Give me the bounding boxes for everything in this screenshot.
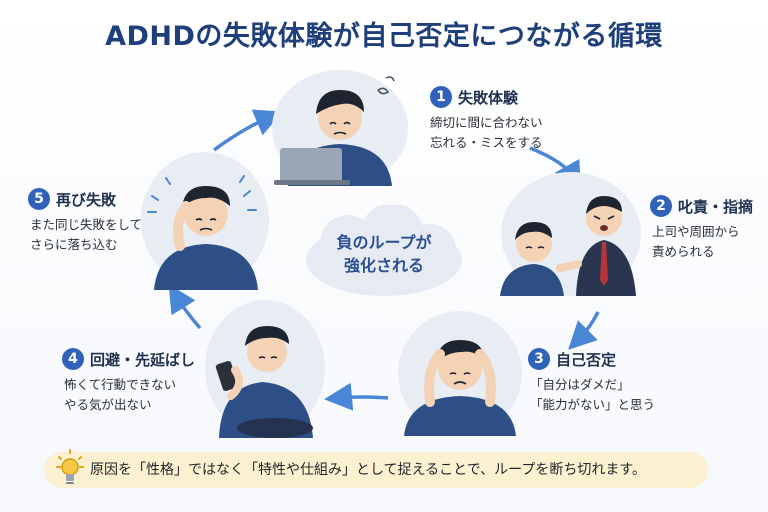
step-4-number-badge: 4 xyxy=(62,348,84,370)
step-4-description: 怖くて行動できない やる気が出ない xyxy=(64,377,177,412)
arrow-2-to-3 xyxy=(568,311,600,350)
step-1-number-badge: 1 xyxy=(430,86,452,108)
step-2-description: 上司や周囲から 責められる xyxy=(652,224,740,259)
arrow-3-to-4 xyxy=(324,382,389,411)
center-cloud xyxy=(306,205,462,296)
diagram-title: ADHDの失敗体験が自己否定につながる循環 xyxy=(105,21,663,52)
step-5-title: 再び失敗 xyxy=(56,191,117,209)
step-1-title: 失敗体験 xyxy=(458,89,519,107)
step-5-number-badge: 5 xyxy=(28,188,50,210)
step-3-number-badge: 3 xyxy=(528,348,550,370)
illustration-failure-laptop xyxy=(272,70,408,186)
step-2-title: 叱責・指摘 xyxy=(678,198,754,216)
step-4-title: 回避・先延ばし xyxy=(90,351,196,369)
center-label: 負のループが 強化される xyxy=(336,233,432,275)
step-5-description: また同じ失敗をして さらに落ち込む xyxy=(30,217,143,252)
illustration-scolded-by-boss xyxy=(500,172,641,296)
tip-text: 原因を「性格」ではなく「特性や仕組み」として捉えることで、ループを断ち切れます。 xyxy=(90,462,646,478)
illustration-avoidance-phone xyxy=(205,300,325,438)
lightbulb-icon xyxy=(56,449,84,484)
arrow-4-to-5 xyxy=(168,284,202,330)
step-3-description: 「自分はダメだ」 「能力がない」と思う xyxy=(530,377,656,412)
illustration-fail-again xyxy=(141,152,269,290)
step-2-number-badge: 2 xyxy=(650,195,672,217)
tip-bar xyxy=(44,452,708,488)
step-1-description: 締切に間に合わない 忘れる・ミスをする xyxy=(430,115,543,150)
illustration-self-denial xyxy=(398,311,522,436)
arrow-5-to-1 xyxy=(212,109,283,152)
step-3-title: 自己否定 xyxy=(556,351,617,369)
